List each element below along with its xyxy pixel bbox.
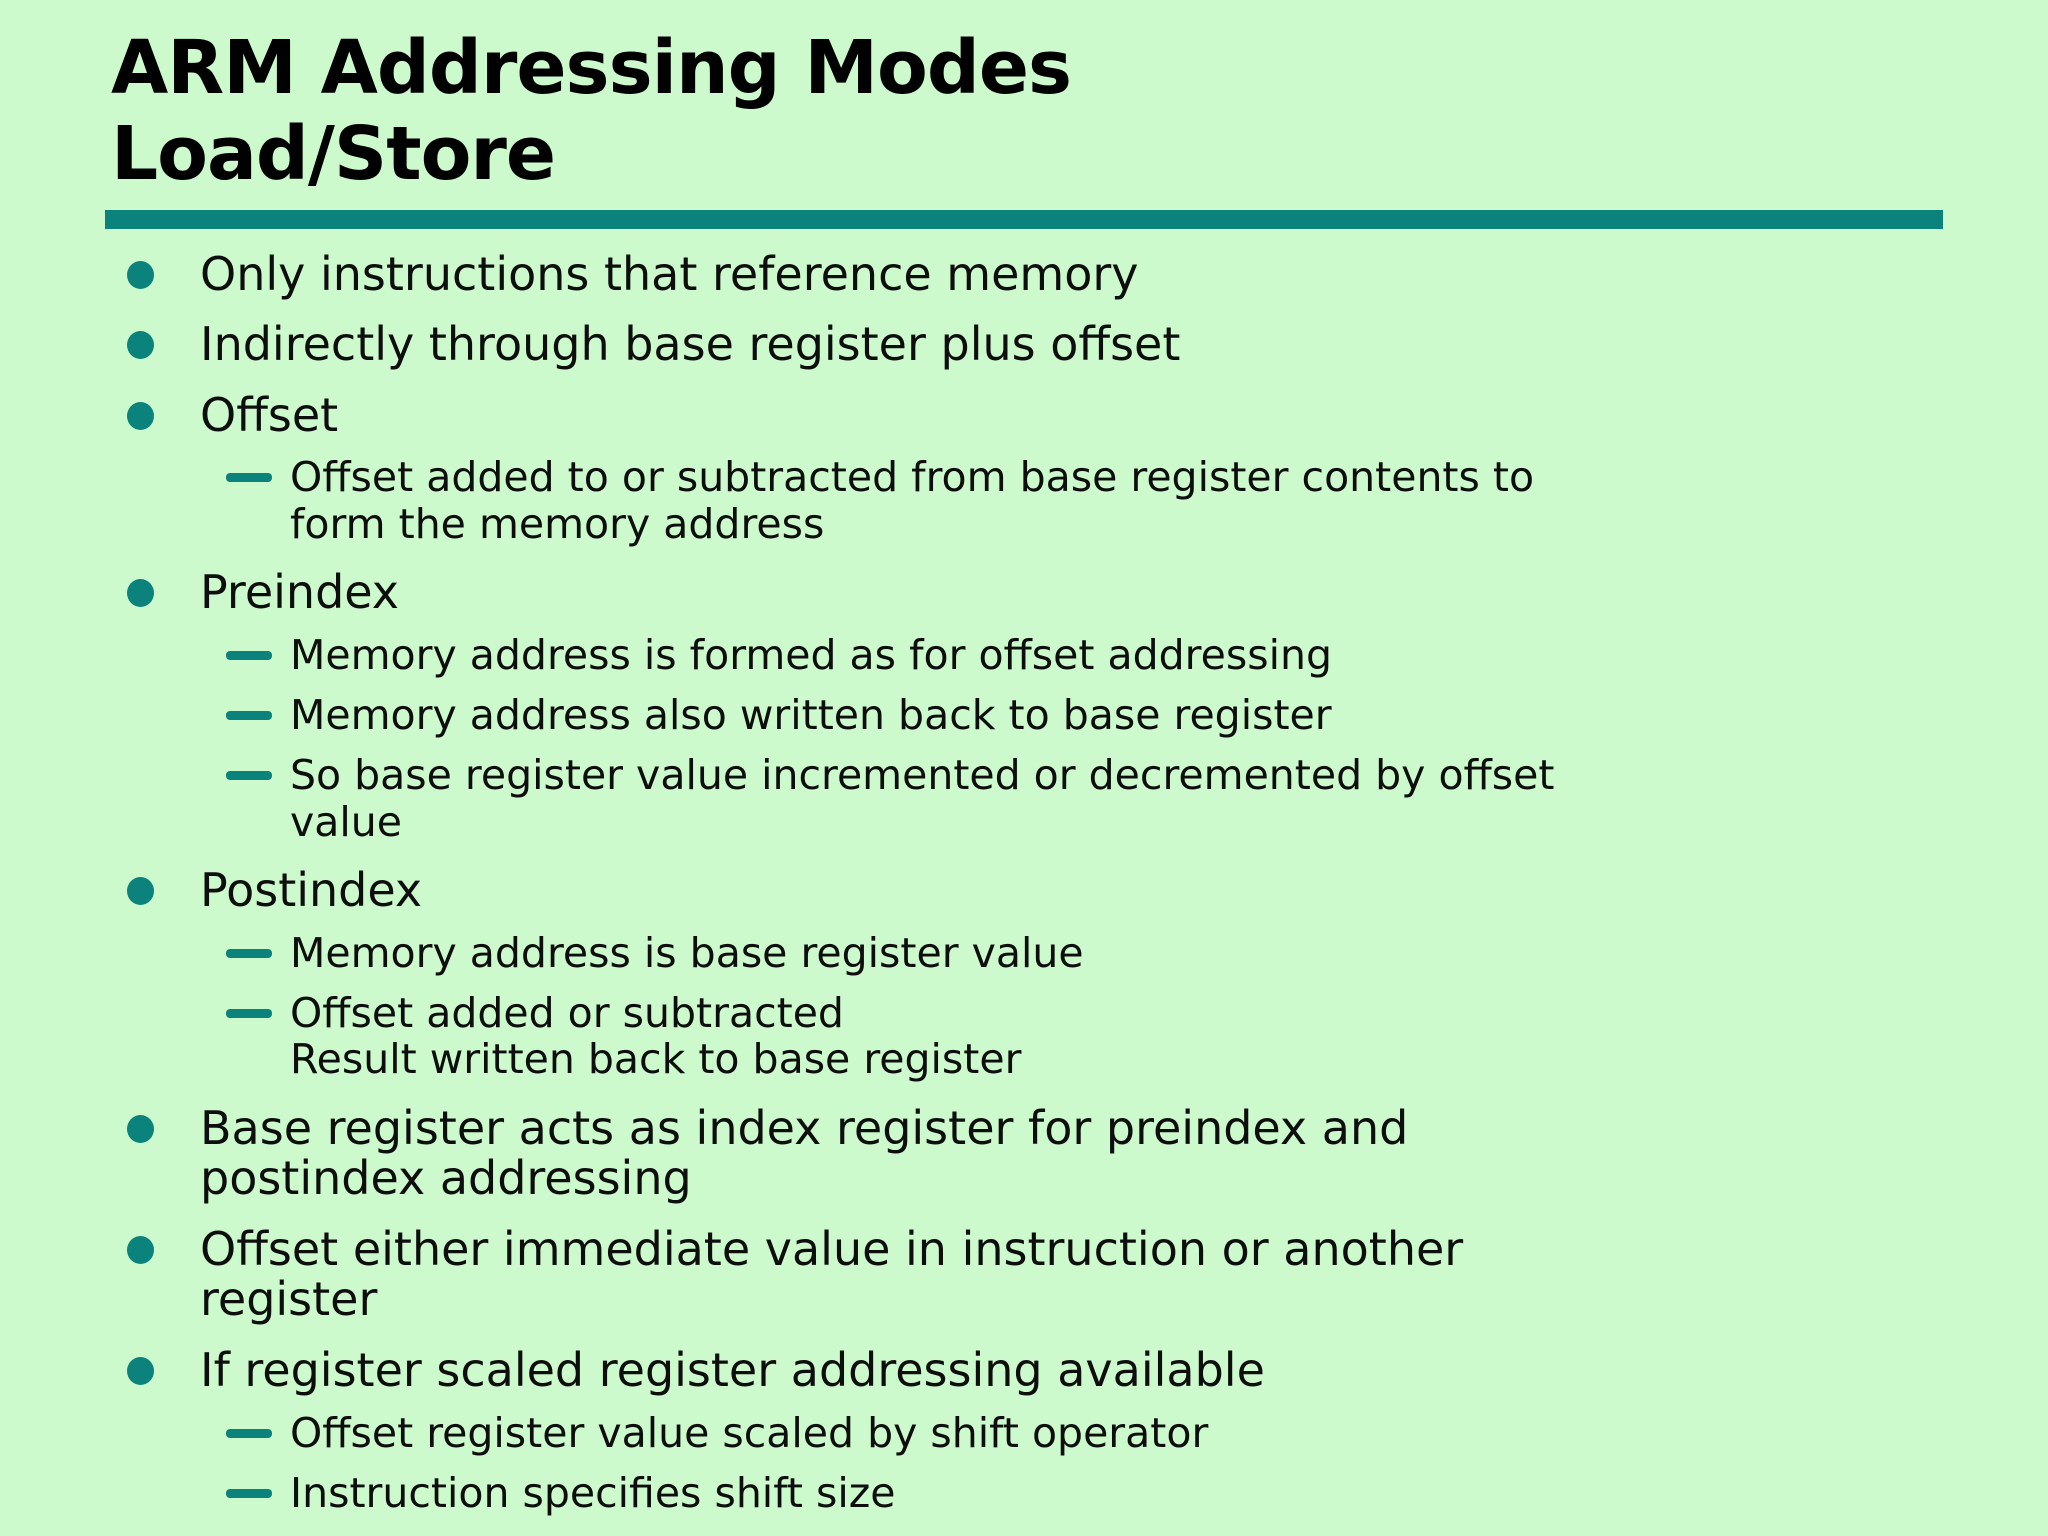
bullet-icon bbox=[105, 567, 200, 608]
dash-icon bbox=[200, 692, 290, 721]
dash-icon bbox=[200, 1410, 290, 1438]
bullet-icon bbox=[105, 865, 200, 905]
sub-bullet-item: So base register value incremented or de… bbox=[200, 752, 1943, 845]
bullet-icon bbox=[105, 1345, 200, 1385]
dash-icon bbox=[200, 930, 290, 958]
dash-icon bbox=[200, 454, 290, 483]
slide-header: ARM Addressing Modes Load/Store bbox=[105, 0, 1943, 229]
dash-icon bbox=[200, 632, 290, 660]
sub-bullet-item: Instruction specifies shift size bbox=[200, 1470, 1943, 1516]
bullet-icon bbox=[105, 319, 200, 360]
sub-bullet-item: Memory address is base register value bbox=[200, 928, 1943, 977]
page-title: ARM Addressing Modes Load/Store bbox=[111, 0, 1943, 198]
bullet-item: If register scaled register addressing a… bbox=[105, 1345, 1943, 1396]
bullet-icon bbox=[105, 249, 200, 289]
sub-bullet-text: Offset added to or subtracted from base … bbox=[290, 453, 1535, 548]
bullet-text: Postindex bbox=[200, 863, 423, 917]
sub-bullet-item: Offset added to or subtracted from base … bbox=[200, 454, 1943, 547]
sub-bullet-item: Memory address also written back to base… bbox=[200, 692, 1943, 738]
sub-bullet-text: So base register value incremented or de… bbox=[290, 751, 1555, 846]
dash-icon bbox=[200, 990, 290, 1018]
bullet-item: Offset bbox=[105, 390, 1943, 441]
bullet-item: Preindex bbox=[105, 567, 1943, 618]
title-line-2: Load/Store bbox=[111, 110, 556, 197]
sub-bullet-text: Memory address also written back to base… bbox=[290, 691, 1332, 740]
sub-bullet-text: Memory address is formed as for offset a… bbox=[290, 630, 1332, 679]
bullet-text: Base register acts as index register for… bbox=[200, 1100, 1409, 1206]
sub-bullet-item: Offset register value scaled by shift op… bbox=[200, 1408, 1943, 1457]
bullet-icon bbox=[105, 1224, 200, 1264]
title-line-1: ARM Addressing Modes bbox=[111, 25, 1072, 111]
bullet-icon bbox=[105, 390, 200, 430]
bullet-item: Indirectly through base register plus of… bbox=[105, 319, 1943, 370]
bullet-text: Only instructions that reference memory bbox=[200, 246, 1139, 301]
bullet-item: Postindex bbox=[105, 865, 1943, 916]
sub-bullet-text: Offset added or subtracted Result writte… bbox=[290, 988, 1022, 1084]
bullet-text: Indirectly through base register plus of… bbox=[200, 317, 1181, 372]
dash-icon bbox=[200, 1470, 290, 1498]
bullet-item: Base register acts as index register for… bbox=[105, 1100, 1943, 1206]
bullet-text: If register scaled register addressing a… bbox=[200, 1342, 1265, 1397]
sub-bullet-item: Offset added or subtracted Result writte… bbox=[200, 990, 1943, 1083]
bullet-list: Only instructions that reference memory … bbox=[105, 249, 1943, 1516]
sub-bullet-text: Instruction specifies shift size bbox=[290, 1468, 896, 1517]
bullet-text: Offset either immediate value in instruc… bbox=[200, 1221, 1464, 1327]
bullet-text: Preindex bbox=[200, 565, 399, 620]
bullet-icon bbox=[105, 1103, 200, 1143]
title-divider bbox=[105, 209, 1943, 229]
dash-icon bbox=[200, 752, 290, 781]
sub-bullet-text: Memory address is base register value bbox=[290, 928, 1084, 977]
sub-bullet-item: Memory address is formed as for offset a… bbox=[200, 630, 1943, 679]
bullet-item: Only instructions that reference memory bbox=[105, 249, 1943, 300]
bullet-text: Offset bbox=[200, 387, 339, 442]
bullet-item: Offset either immediate value in instruc… bbox=[105, 1221, 1943, 1327]
sub-bullet-text: Offset register value scaled by shift op… bbox=[290, 1408, 1209, 1457]
